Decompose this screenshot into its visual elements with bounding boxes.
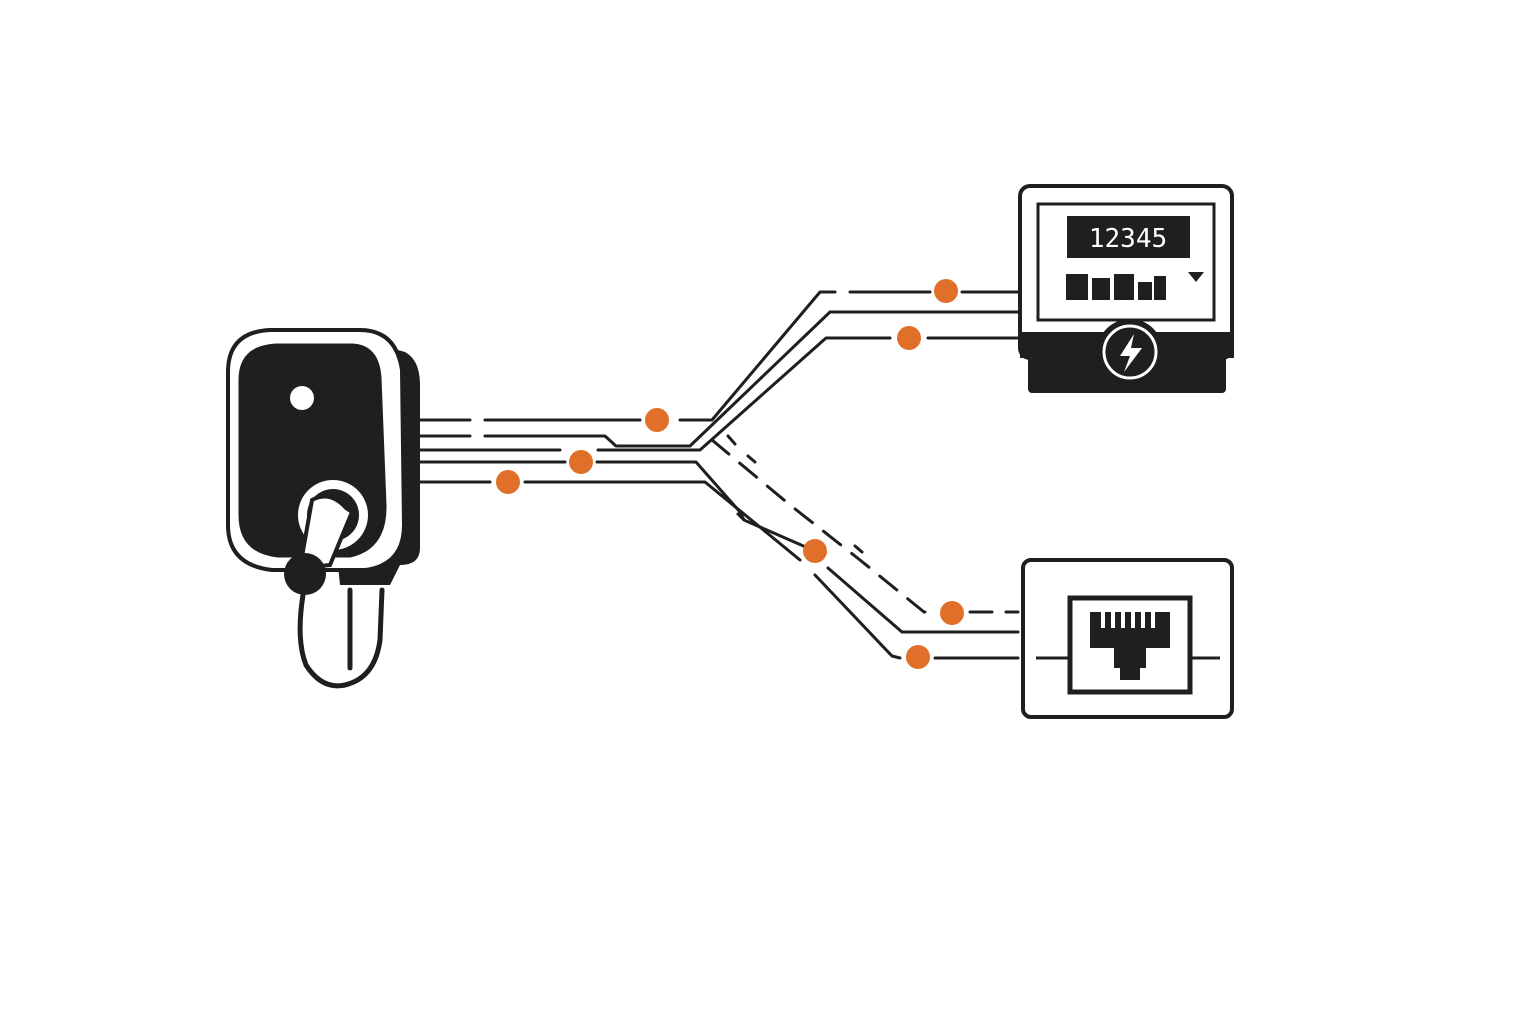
wire-stub-4 [853,544,864,554]
signal-dot [906,645,930,669]
wire-charger-network-3 [710,438,1020,614]
wire-charger-meter-3 [418,336,1020,452]
wires [418,290,1020,660]
signal-dot [645,408,669,432]
meter-display [1067,216,1190,258]
charger-plug-knob [284,553,326,595]
meter-reading: 12345 [1089,224,1167,254]
signal-dot [496,470,520,494]
signal-dot [803,539,827,563]
wire-stub-2 [746,454,757,464]
signal-dot [940,601,964,625]
signal-dot [934,279,958,303]
charger-plug-handle [297,494,355,571]
lightning-bolt-icon [1120,334,1142,372]
signal-dot [897,326,921,350]
network-port-socket [1090,612,1170,680]
wire-stub-3 [736,512,746,522]
charger-cable [297,587,385,689]
wire-charger-network-2 [418,480,1020,660]
ethernet-port-icon [1021,558,1234,719]
signal-dots [496,279,964,669]
wire-stub-1 [726,434,737,446]
ev-charger-icon [226,328,420,689]
charger-status-led [290,386,314,410]
wire-charger-meter-2 [418,310,1020,448]
energy-meter-icon: 12345 [1018,184,1234,393]
meter-segments [1066,272,1204,300]
meter-badge-ring [1102,324,1158,380]
wire-charger-meter-1 [418,290,1020,422]
signal-dot [569,450,593,474]
network-port-pins [1101,612,1155,628]
